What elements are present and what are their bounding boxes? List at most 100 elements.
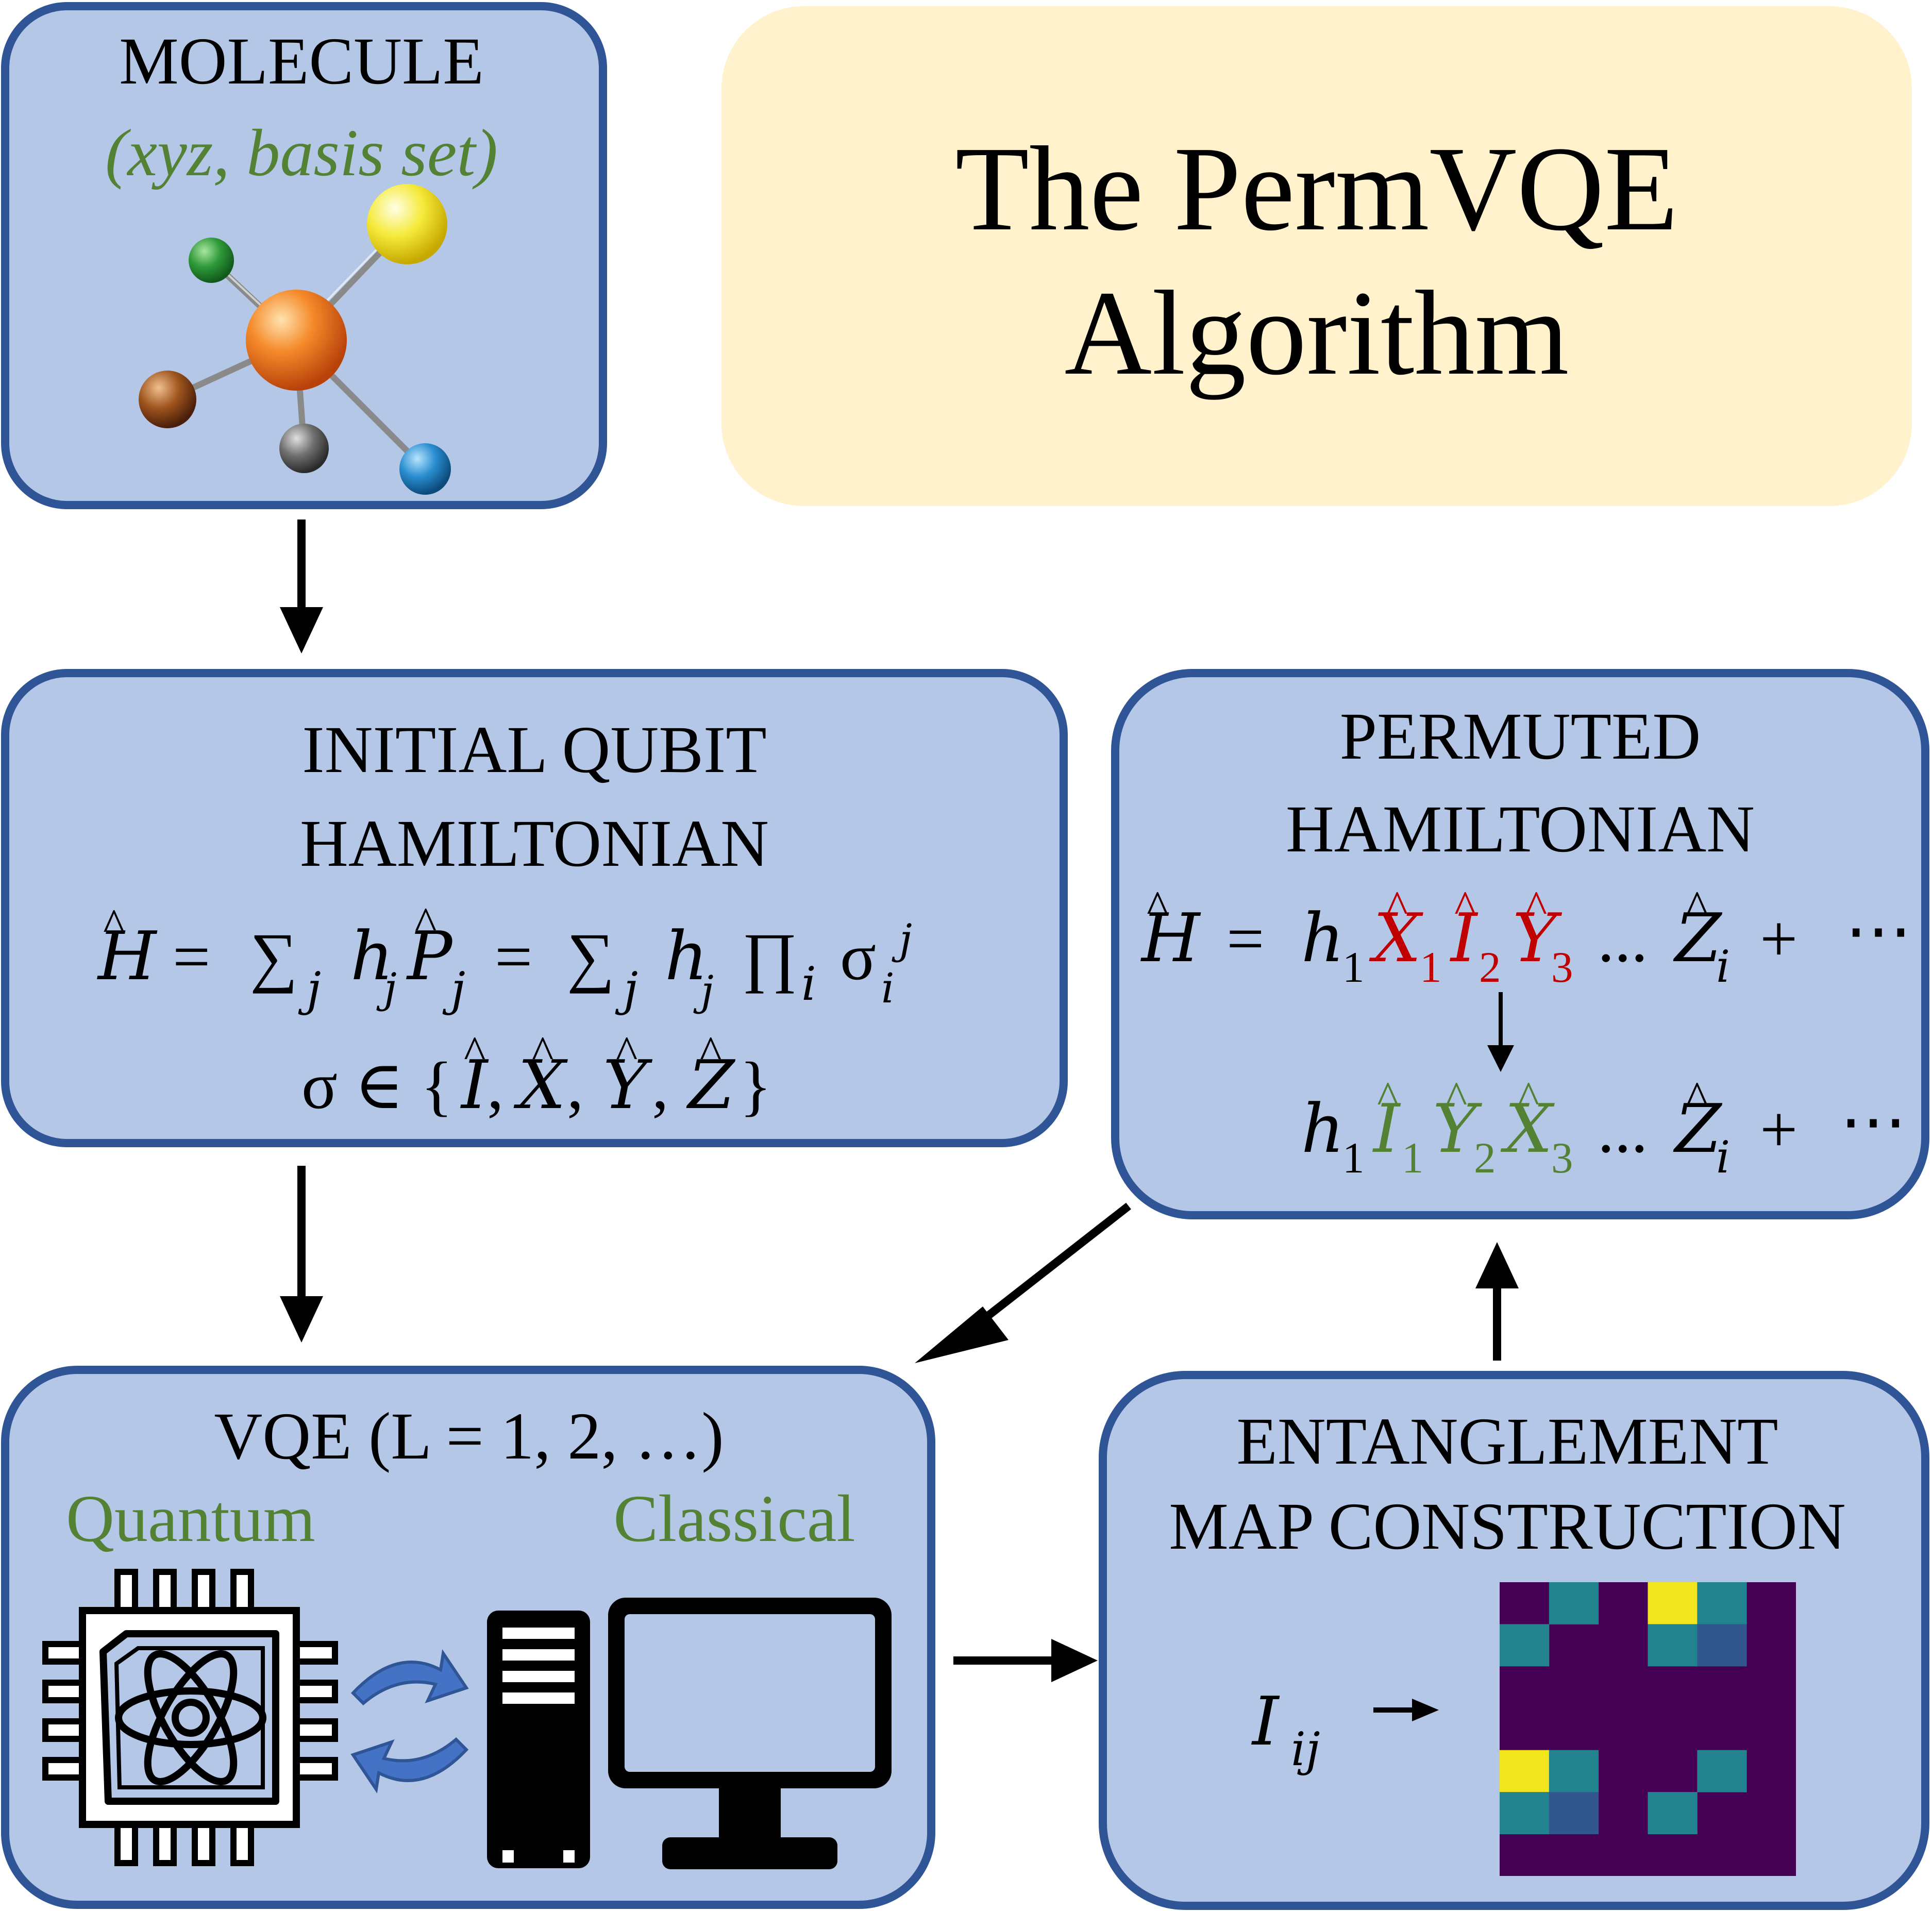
heatmap-cell	[1549, 1750, 1599, 1792]
svg-text:^: ^	[1147, 882, 1168, 933]
heatmap-cell	[1648, 1582, 1698, 1624]
svg-text:2: 2	[1474, 1134, 1496, 1182]
svg-text:Z: Z	[1673, 899, 1723, 977]
entanglement-heatmap	[1500, 1582, 1796, 1876]
svg-text:}: }	[740, 1049, 771, 1123]
molecule-subtitle: (xyz, basis set)	[105, 116, 498, 190]
svg-text:X: X	[1369, 899, 1423, 977]
svg-text:1: 1	[1342, 943, 1365, 992]
svg-text:3: 3	[1551, 943, 1573, 992]
svg-text:X: X	[513, 1046, 568, 1124]
vqe-heading: VQE (L = 1, 2, …)	[214, 1399, 724, 1473]
svg-text:,: ,	[487, 1049, 504, 1123]
svg-text:^: ^	[464, 1027, 485, 1078]
svg-text:2: 2	[1479, 943, 1501, 992]
svg-text:Y: Y	[1433, 1089, 1483, 1168]
arrow-molecule-to-initial	[280, 519, 323, 653]
arrow-vqe-to-entanglement	[953, 1639, 1098, 1682]
svg-text:^: ^	[1686, 1072, 1708, 1124]
svg-text:^: ^	[616, 1027, 637, 1078]
svg-text:X: X	[1500, 1089, 1555, 1168]
heatmap-cell	[1697, 1624, 1747, 1667]
svg-text:1: 1	[1342, 1134, 1365, 1182]
heatmap-cell	[1500, 1750, 1550, 1792]
heatmap-cell	[1549, 1582, 1599, 1624]
mutual-information-label: I ij	[1251, 1682, 1320, 1776]
svg-text:h: h	[350, 917, 394, 995]
svg-text:∑: ∑	[250, 920, 298, 994]
svg-text:^: ^	[532, 1027, 553, 1078]
svg-text:,: ,	[567, 1049, 584, 1123]
svg-text:σ: σ	[840, 920, 876, 994]
svg-text:i: i	[881, 964, 895, 1012]
initial-heading-line1: INITIAL QUBIT	[302, 713, 766, 787]
svg-text:h: h	[1301, 899, 1345, 977]
svg-text:^: ^	[700, 1027, 721, 1078]
quantum-chip-icon	[42, 1569, 338, 1866]
quantum-label: Quantum	[66, 1482, 315, 1556]
svg-text:I: I	[1372, 1089, 1401, 1168]
heatmap-cell	[1648, 1624, 1698, 1667]
svg-text:,: ,	[652, 1049, 669, 1123]
svg-text:I: I	[1251, 1682, 1280, 1761]
svg-text:Z: Z	[686, 1046, 736, 1124]
svg-text:i: i	[1716, 1132, 1730, 1183]
svg-text:H: H	[1140, 899, 1201, 977]
arrow-permuted-to-vqe	[915, 1202, 1131, 1363]
initial-heading-line2: HAMILTONIAN	[300, 807, 769, 881]
svg-text:^: ^	[1446, 1072, 1467, 1124]
svg-text:h: h	[1301, 1089, 1345, 1168]
permuted-equation-after: h 1 I ^ 1 Y ^ 2 X ^ 3 ... Z ^ i + ⋯	[1301, 1072, 1907, 1183]
svg-text:...: ...	[1598, 902, 1648, 976]
arrow-initial-to-vqe	[280, 1166, 323, 1343]
svg-text:I: I	[460, 1046, 489, 1124]
svg-text:^: ^	[1377, 1072, 1399, 1124]
svg-text:^: ^	[1454, 882, 1476, 933]
svg-text:1: 1	[1420, 943, 1442, 992]
permuted-heading-line1: PERMUTED	[1340, 699, 1701, 774]
svg-text:⋯: ⋯	[1845, 894, 1912, 968]
pauli-set-equation: σ ∈ { I ^ , X ^ , Y ^ , Z ^ }	[301, 1027, 771, 1124]
svg-text:Y: Y	[603, 1046, 653, 1124]
heatmap-cell	[1500, 1792, 1550, 1835]
svg-text:i: i	[1716, 942, 1730, 993]
svg-text:σ ∈ {: σ ∈ {	[301, 1049, 453, 1123]
diagram-title-line1: The PermVQE	[955, 122, 1678, 256]
heatmap-cell	[1500, 1624, 1550, 1667]
classical-label: Classical	[613, 1482, 855, 1556]
svg-text:ij: ij	[1291, 1722, 1320, 1776]
initial-hamiltonian-equation: H ^ = ∑ j h j P ^ j = ∑ j h j ∏ i σ i j	[97, 898, 912, 1016]
svg-text:+: +	[1760, 902, 1797, 976]
swap-arrows-icon	[350, 1649, 469, 1794]
svg-text:^: ^	[1686, 882, 1708, 933]
molecule-icon	[139, 184, 451, 495]
svg-text:∏: ∏	[742, 920, 797, 994]
svg-text:...: ...	[1598, 1093, 1648, 1167]
title-box	[721, 6, 1912, 506]
permutation-arrow	[1487, 992, 1514, 1072]
svg-text:+: +	[1760, 1093, 1797, 1167]
arrow-entanglement-to-permuted	[1475, 1242, 1519, 1361]
entanglement-heading-line1: ENTANGLEMENT	[1236, 1404, 1778, 1479]
heatmap-cell	[1549, 1792, 1599, 1835]
svg-text:^: ^	[1518, 1072, 1539, 1124]
svg-text:⋯: ⋯	[1840, 1085, 1907, 1159]
permuted-heading-line2: HAMILTONIAN	[1286, 792, 1755, 866]
heatmap-cell	[1648, 1792, 1698, 1835]
svg-text:^: ^	[1525, 882, 1547, 933]
svg-text:^: ^	[103, 900, 125, 951]
svg-text:=: =	[173, 920, 210, 994]
svg-text:=: =	[495, 920, 532, 994]
molecule-heading: MOLECULE	[119, 24, 484, 98]
entanglement-heading-line2: MAP CONSTRUCTION	[1169, 1489, 1845, 1564]
mi-to-map-arrow	[1373, 1699, 1439, 1721]
svg-text:P: P	[406, 917, 453, 995]
svg-text:Y: Y	[1513, 899, 1563, 977]
svg-text:^: ^	[415, 898, 436, 949]
svg-text:H: H	[97, 917, 158, 995]
svg-text:I: I	[1450, 899, 1479, 977]
svg-text:3: 3	[1551, 1134, 1573, 1182]
svg-text:1: 1	[1402, 1134, 1424, 1182]
heatmap-cell	[1697, 1750, 1747, 1792]
svg-text:i: i	[801, 957, 816, 1011]
